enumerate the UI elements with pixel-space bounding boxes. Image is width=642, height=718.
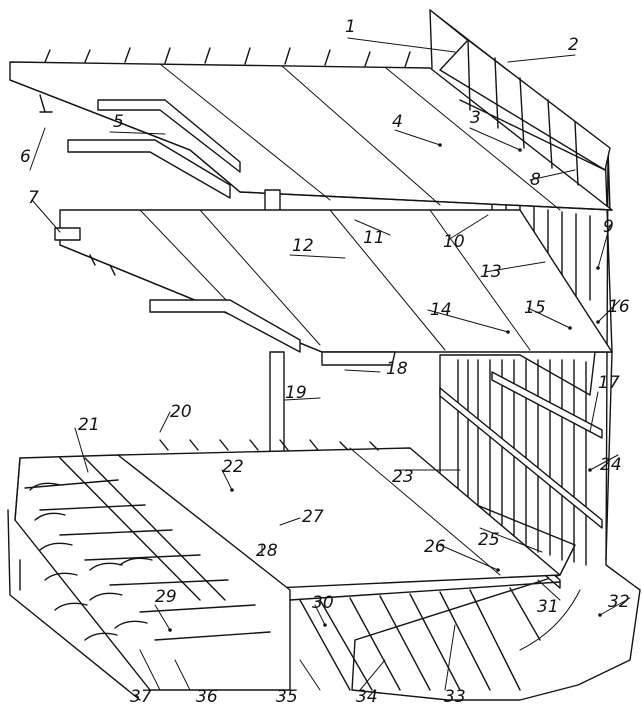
label-3: 3	[470, 108, 481, 128]
label-19: 19	[285, 383, 307, 403]
label-27: 27	[302, 507, 324, 527]
lower-beam-ends	[159, 439, 379, 451]
label-28: 28	[256, 541, 278, 561]
upper-deck-girders	[39, 94, 241, 199]
label-15: 15	[524, 298, 546, 318]
label-12: 12	[292, 236, 314, 256]
label-8: 8	[530, 170, 541, 190]
label-7: 7	[28, 188, 39, 208]
label-34: 34	[356, 687, 378, 707]
label-2: 2	[568, 35, 579, 55]
side-shell	[351, 9, 641, 701]
label-21: 21	[78, 415, 100, 435]
label-24: 24	[600, 455, 622, 475]
label-25: 25	[478, 530, 500, 550]
upper-deck-beam-ends	[44, 47, 411, 68]
label-4: 4	[392, 112, 403, 132]
label-35: 35	[276, 687, 298, 707]
label-13: 13	[480, 262, 502, 282]
label-10: 10	[443, 232, 465, 252]
label-22: 22	[222, 457, 244, 477]
bottom-longitudinals	[289, 581, 581, 691]
label-20: 20	[170, 402, 192, 422]
label-26: 26	[424, 537, 446, 557]
label-5: 5	[113, 112, 124, 132]
label-1: 1	[345, 17, 356, 37]
leader-lines	[29, 37, 631, 691]
label-31: 31	[537, 597, 559, 617]
label-16: 16	[608, 297, 630, 317]
label-30: 30	[312, 593, 334, 613]
label-9: 9	[603, 217, 614, 237]
hatch-coaming	[439, 39, 611, 186]
label-36: 36	[196, 687, 218, 707]
label-14: 14	[430, 300, 452, 320]
part-number-labels: 1 2 3 4 5 6 7 8 9 10 11 12 13 14 15 16 1…	[20, 17, 630, 707]
label-23: 23	[392, 467, 414, 487]
label-6: 6	[20, 147, 31, 167]
label-37: 37	[130, 687, 152, 707]
bottom-brackets	[29, 482, 153, 641]
label-32: 32	[608, 592, 630, 612]
upper-deck	[9, 61, 613, 211]
label-33: 33	[444, 687, 466, 707]
label-18: 18	[386, 359, 408, 379]
label-29: 29	[155, 587, 177, 607]
label-11: 11	[363, 228, 385, 248]
middle-deck	[59, 209, 613, 353]
double-bottom-structure	[7, 454, 291, 701]
middle-deck-girders	[54, 227, 396, 366]
reference-dots	[168, 143, 602, 632]
label-17: 17	[598, 373, 620, 393]
